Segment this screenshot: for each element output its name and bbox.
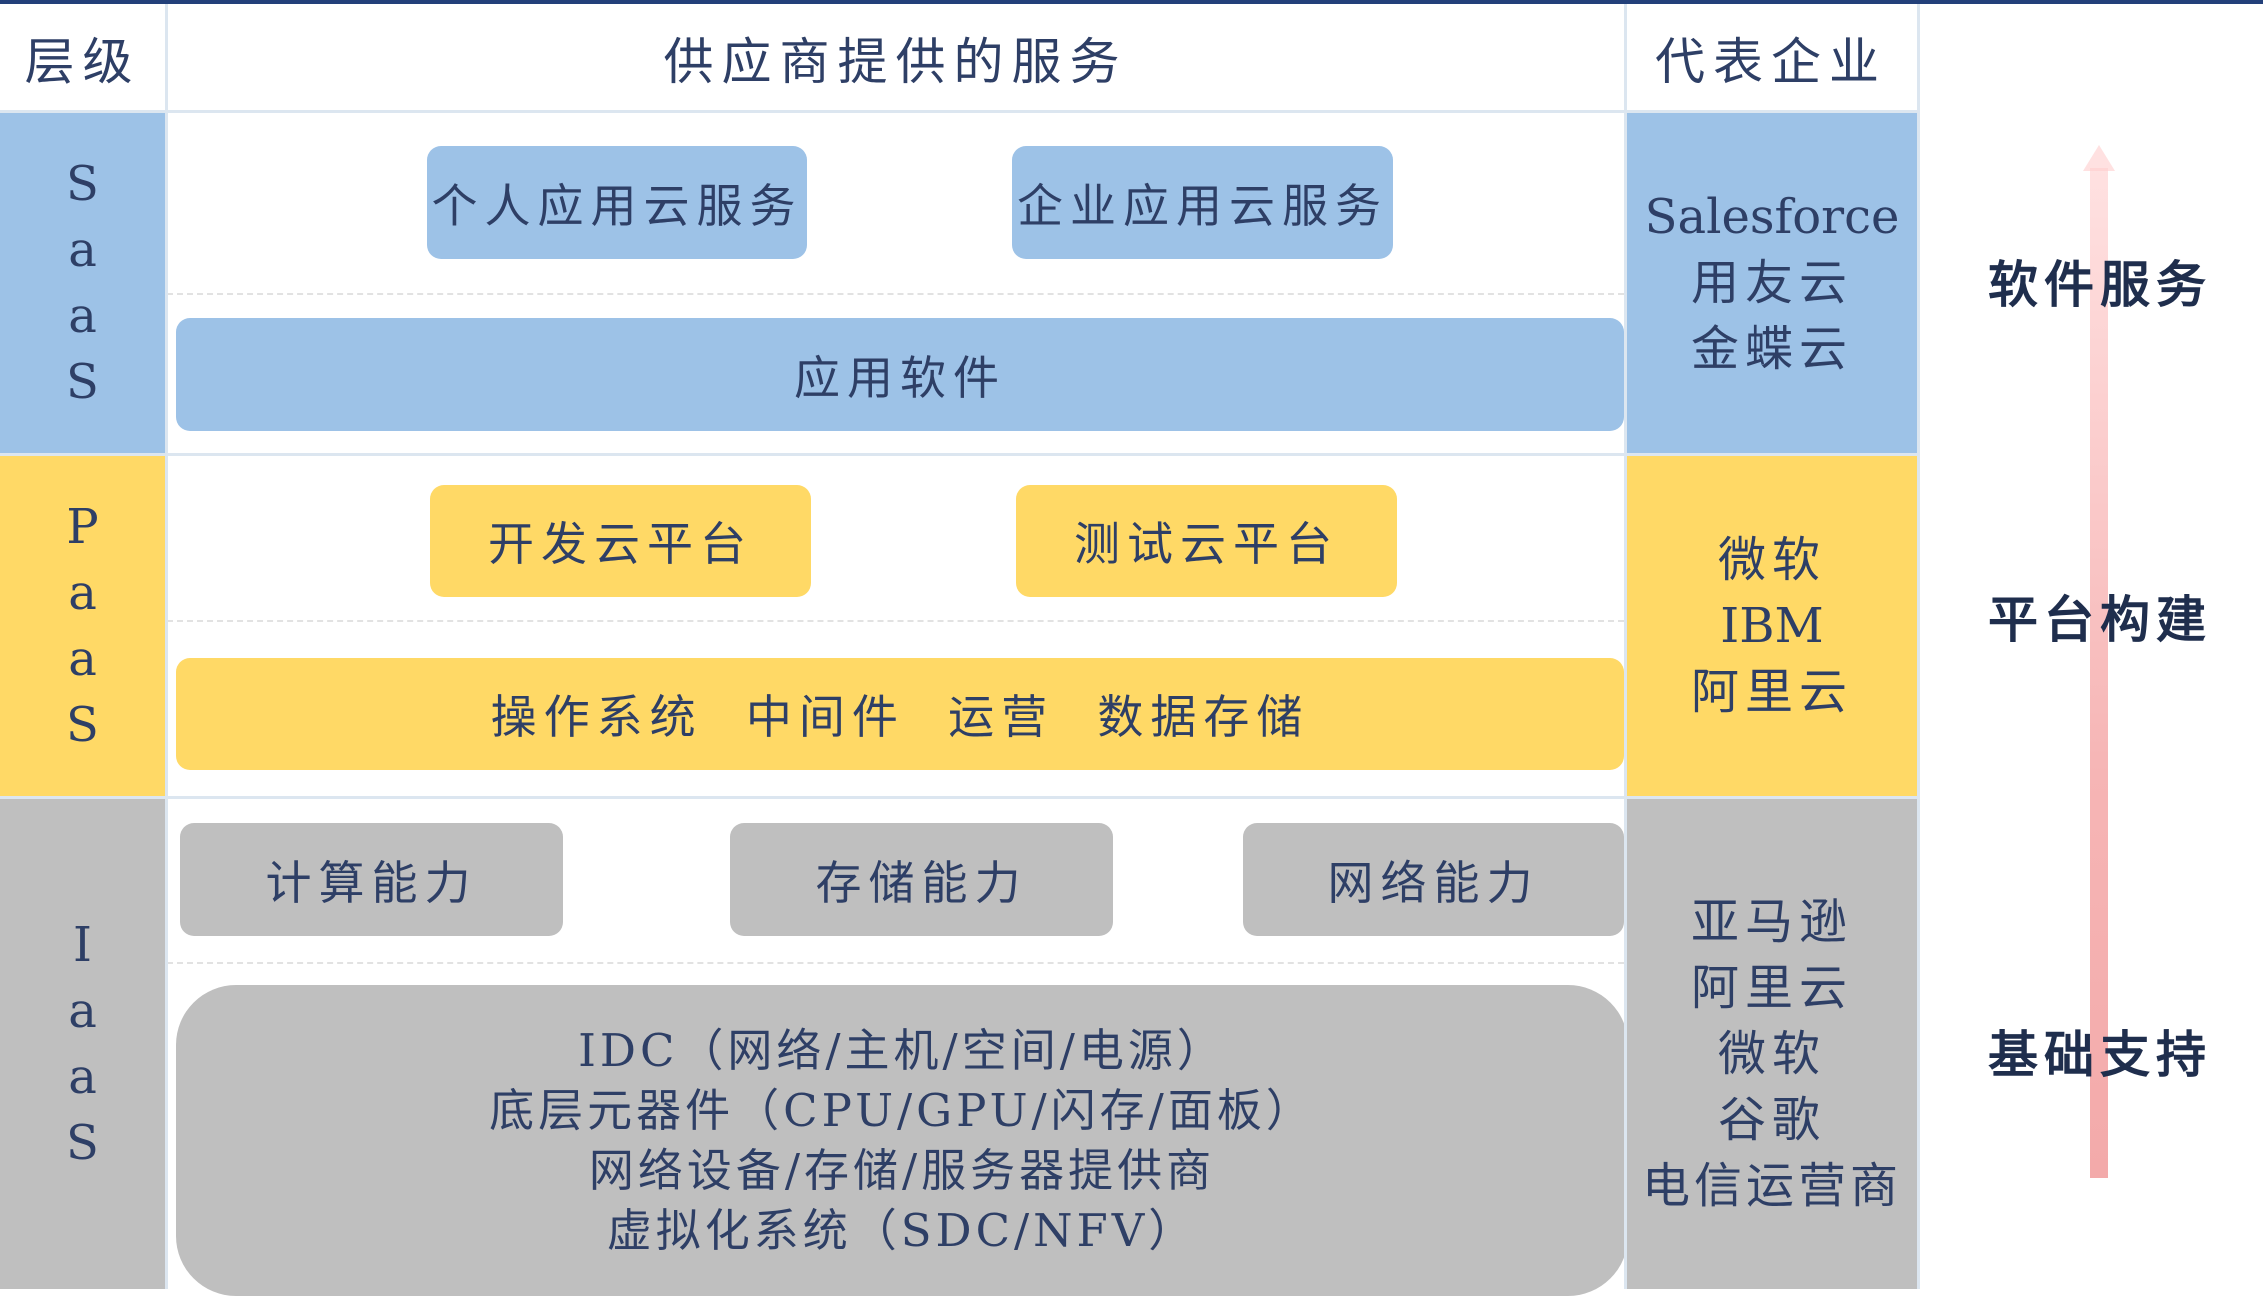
- layer-letter: I: [73, 917, 92, 973]
- layer-letter: S: [66, 697, 99, 753]
- companies-paas: 微软 IBM 阿里云: [1627, 456, 1917, 796]
- grid-line: [1624, 4, 1627, 1289]
- layer-label-paas: P a a S: [0, 456, 165, 796]
- infrastructure-line: 底层元器件（CPU/GPU/闪存/面板）: [489, 1083, 1315, 1137]
- service-infrastructure-list: IDC（网络/主机/空间/电源） 底层元器件（CPU/GPU/闪存/面板） 网络…: [176, 985, 1628, 1296]
- layer-letter: a: [68, 631, 97, 687]
- service-dev-cloud-platform: 开发云平台: [430, 485, 811, 597]
- separator: [167, 293, 1624, 295]
- layer-label-saas: S a a S: [0, 113, 165, 453]
- companies-saas: Salesforce 用友云 金蝶云: [1627, 113, 1917, 453]
- infrastructure-line: IDC（网络/主机/空间/电源）: [578, 1023, 1226, 1077]
- company-name: 阿里云: [1690, 664, 1853, 720]
- company-name: 微软: [1717, 532, 1826, 588]
- layer-letter: a: [68, 1049, 97, 1105]
- grid-line: [0, 453, 1920, 456]
- company-name: 阿里云: [1690, 960, 1853, 1016]
- company-name: 用友云: [1690, 255, 1853, 311]
- service-test-cloud-platform: 测试云平台: [1016, 485, 1397, 597]
- header-level: 层级: [0, 4, 165, 112]
- company-name: 金蝶云: [1690, 321, 1853, 377]
- company-name: 电信运营商: [1641, 1158, 1902, 1214]
- grid-line: [0, 796, 1920, 799]
- service-network-capability: 网络能力: [1243, 823, 1624, 936]
- header-companies: 代表企业: [1625, 4, 1917, 112]
- service-os-middleware-ops-storage: 操作系统 中间件 运营 数据存储: [176, 658, 1624, 770]
- layer-letter: P: [66, 499, 99, 555]
- service-application-software: 应用软件: [176, 318, 1624, 431]
- company-name: 亚马逊: [1690, 894, 1853, 950]
- layer-letter: a: [68, 288, 97, 344]
- service-storage-capability: 存储能力: [730, 823, 1113, 936]
- layer-letter: S: [66, 156, 99, 212]
- infrastructure-line: 网络设备/存储/服务器提供商: [588, 1143, 1216, 1197]
- arrow-up-icon: [2083, 145, 2115, 171]
- layer-letter: a: [68, 983, 97, 1039]
- layer-letter: S: [66, 354, 99, 410]
- header-services: 供应商提供的服务: [167, 4, 1624, 112]
- separator: [167, 620, 1624, 622]
- grid-line: [1917, 4, 1920, 1289]
- company-name: 微软: [1717, 1026, 1826, 1082]
- service-enterprise-cloud-apps: 企业应用云服务: [1012, 146, 1393, 259]
- arrow-shaft: [2090, 168, 2108, 1178]
- stage-software-service: 软件服务: [1988, 255, 2212, 314]
- stage-infrastructure-support: 基础支持: [1988, 1025, 2212, 1084]
- layer-letter: S: [66, 1115, 99, 1171]
- layer-label-iaas: I a a S: [0, 799, 165, 1289]
- layer-letter: a: [68, 565, 97, 621]
- companies-iaas: 亚马逊 阿里云 微软 谷歌 电信运营商: [1627, 799, 1917, 1289]
- stage-platform-build: 平台构建: [1988, 590, 2212, 649]
- company-name: 谷歌: [1717, 1092, 1826, 1148]
- company-name: IBM: [1720, 598, 1824, 654]
- top-border: [0, 0, 2263, 4]
- service-personal-cloud-apps: 个人应用云服务: [427, 146, 807, 259]
- grid-line: [0, 110, 1920, 113]
- layer-letter: a: [68, 222, 97, 278]
- company-name: Salesforce: [1644, 189, 1900, 245]
- infrastructure-line: 虚拟化系统（SDC/NFV）: [606, 1203, 1198, 1257]
- grid-line: [165, 4, 168, 1289]
- service-compute-capability: 计算能力: [180, 823, 563, 936]
- separator: [167, 962, 1624, 964]
